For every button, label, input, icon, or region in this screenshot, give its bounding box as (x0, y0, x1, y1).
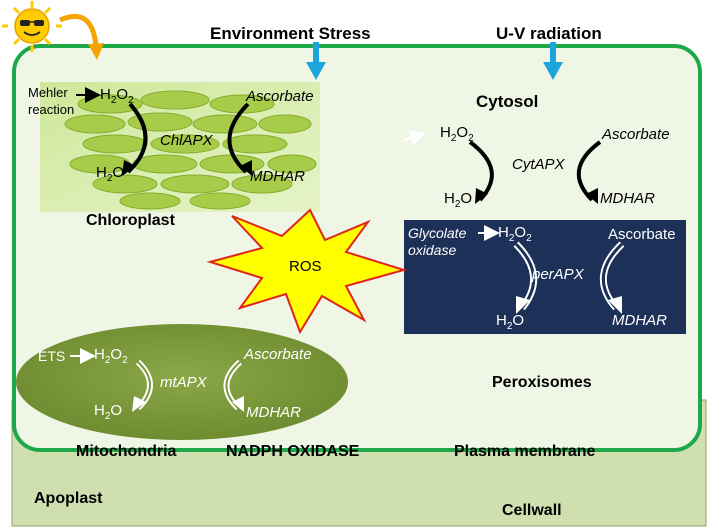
cellwall-label: Cellwall (502, 502, 562, 519)
ros-star (206, 208, 408, 335)
chloroplast-body (40, 82, 320, 212)
per-enzyme: perAPX (532, 266, 584, 283)
mt-mdhar: MDHAR (246, 404, 301, 421)
glycolate-label: Glycolate (408, 225, 467, 241)
plasma-membrane-label: Plasma membrane (454, 443, 596, 460)
mt-h2o: H2O (94, 402, 123, 422)
peroxisome-body (404, 220, 686, 334)
uv-radiation-label: U-V radiation (496, 24, 602, 43)
sun-ray-arrow (58, 13, 99, 47)
per-ascorbate: Ascorbate (608, 226, 676, 243)
ros-label: ROS (289, 258, 322, 275)
cyt-enzyme: CytAPX (512, 156, 565, 173)
cytosol-white-arrow (401, 130, 426, 146)
chloroplast-label: Chloroplast (86, 212, 175, 229)
per-mdhar: MDHAR (612, 312, 667, 329)
stress-arrow (306, 42, 326, 80)
per-h2o2: H2O2 (498, 224, 532, 244)
oxidase-label: oxidase (408, 242, 457, 258)
cyt-h2o: H2O (444, 190, 473, 210)
chl-mdhar: MDHAR (250, 168, 305, 185)
mt-ascorbate: Ascorbate (244, 346, 312, 363)
cyt-h2o2: H2O2 (440, 124, 474, 144)
per-h2o: H2O (496, 312, 525, 332)
environment-stress-label: Environment Stress (210, 24, 371, 43)
chl-enzyme: ChlAPX (160, 132, 213, 149)
cyt-ascorbate: Ascorbate (602, 126, 670, 143)
nadph-oxidase-label: NADPH OXIDASE (226, 443, 360, 460)
mitochondria-label: Mitochondria (76, 443, 177, 460)
uv-arrow (543, 42, 563, 80)
chl-right-arc (227, 102, 250, 174)
chl-ascorbate: Ascorbate (246, 88, 314, 105)
mt-enzyme: mtAPX (160, 374, 207, 391)
chl-h2o: H2O (96, 164, 125, 184)
sun-icon (2, 1, 62, 52)
mehler-label: Mehler (28, 85, 68, 100)
apoplast-label: Apoplast (34, 490, 103, 507)
ets-label: ETS (38, 348, 66, 364)
reaction-label: reaction (28, 102, 75, 117)
mitochondria-body (16, 324, 348, 440)
mt-h2o2: H2O2 (94, 346, 128, 366)
peroxisomes-label: Peroxisomes (492, 374, 592, 391)
cytosol-label: Cytosol (476, 92, 539, 111)
cyt-mdhar: MDHAR (600, 190, 655, 207)
chl-h2o2: H2O2 (100, 86, 134, 106)
